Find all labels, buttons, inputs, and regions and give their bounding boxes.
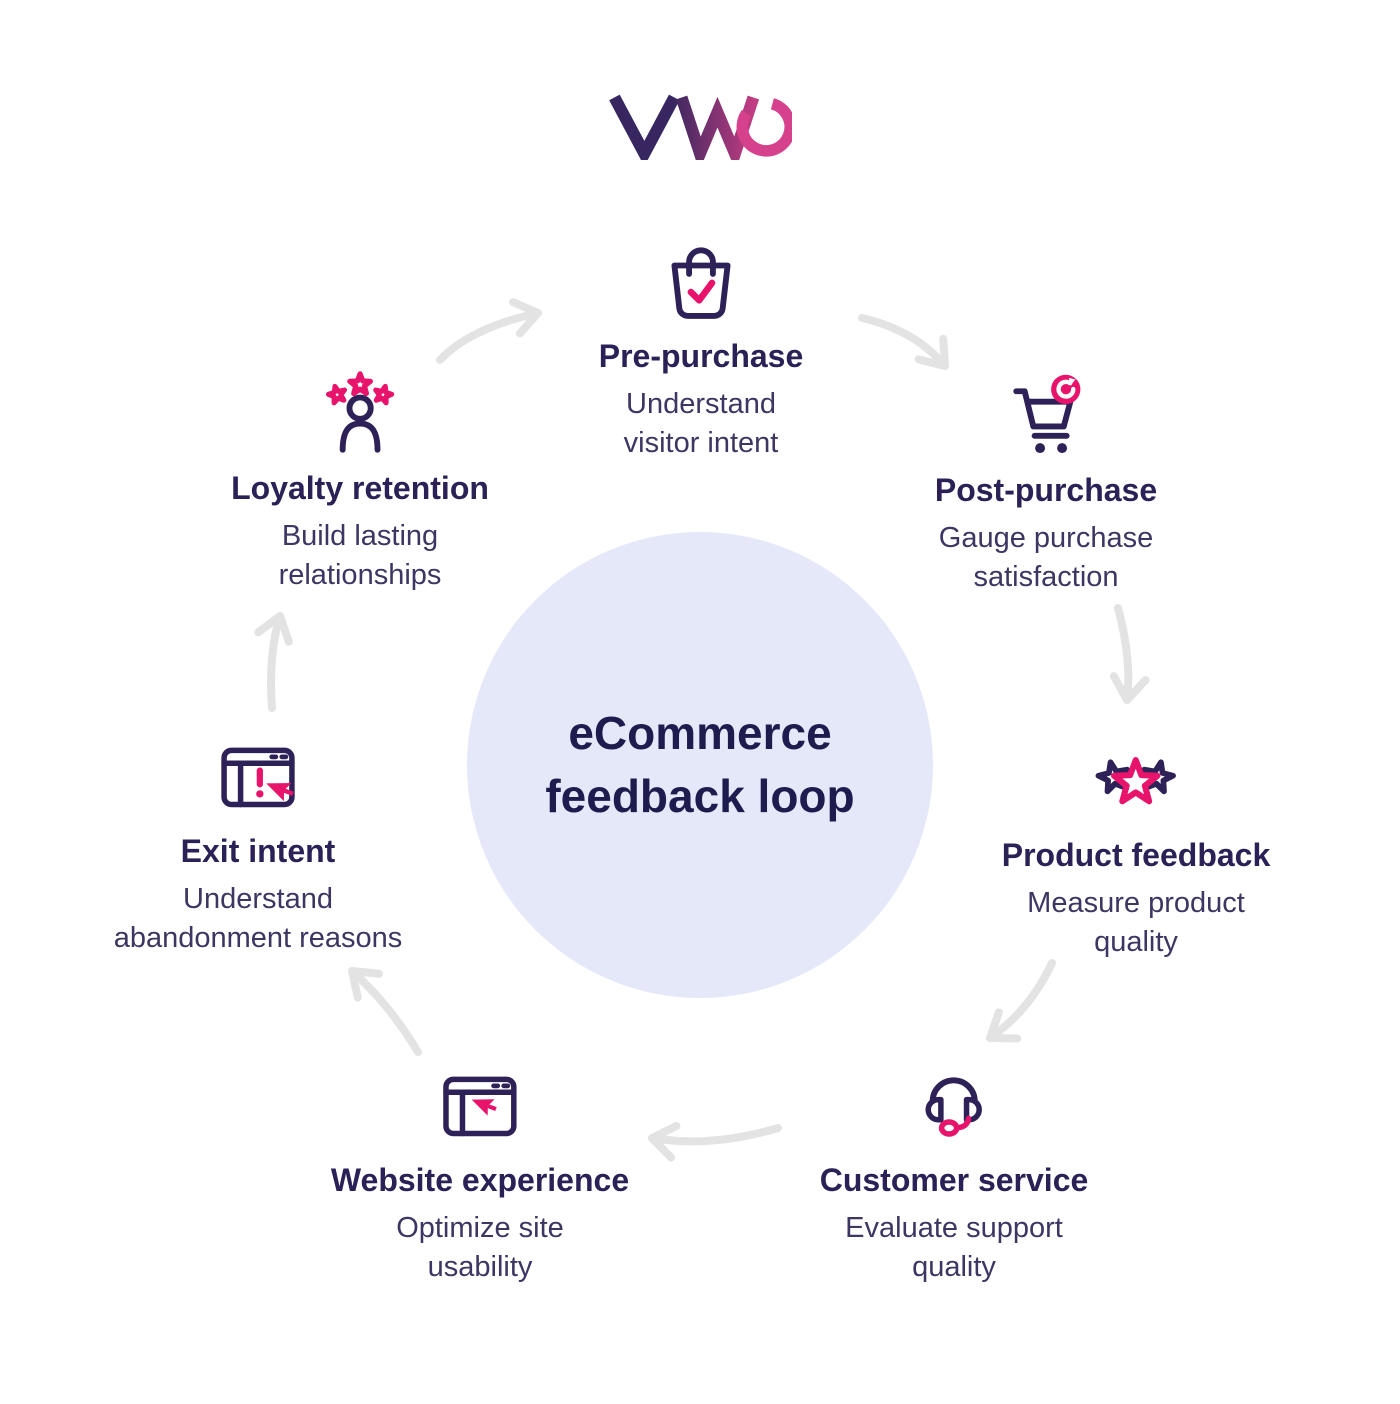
- stage-exit-intent: Exit intent Understand abandonment reaso…: [98, 733, 418, 959]
- center-circle: eCommerce feedback loop: [467, 532, 933, 998]
- stage-title: Post-purchase: [934, 472, 1158, 508]
- arrow-customer-to-website: [648, 1121, 782, 1162]
- logo-v: [609, 94, 680, 160]
- stage-customer-service: Customer service Evaluate support qualit…: [819, 1062, 1089, 1288]
- stage-post-purchase: Post-purchase Gauge purchase satisfactio…: [924, 372, 1169, 598]
- shopping-cart-refresh-icon: [1012, 374, 1080, 454]
- arrow-product-to-customer: [986, 959, 1056, 1043]
- stage-description: Measure product quality: [1027, 887, 1245, 959]
- stage-description: Understand abandonment reasons: [113, 883, 403, 955]
- stage-title: Website experience: [330, 1162, 630, 1198]
- stage-description: Gauge purchase satisfaction: [938, 522, 1154, 594]
- arrow-loyalty-to-pre: [436, 298, 542, 364]
- center-title-line2: feedback loop: [545, 770, 855, 822]
- stage-description: Optimize site usability: [396, 1212, 564, 1284]
- stage-loyalty-retention: Loyalty retention Build lasting relation…: [231, 370, 489, 596]
- stage-title: Pre-purchase: [598, 338, 804, 374]
- arrow-website-to-exit: [348, 967, 422, 1056]
- headset-icon: [925, 1077, 983, 1137]
- stage-product-feedback: Product feedback Measure product quality: [1001, 737, 1271, 963]
- arrow-post-to-product: [1109, 604, 1150, 704]
- arrow-pre-to-post: [858, 314, 949, 370]
- stage-website-experience: Website experience Optimize site usabili…: [331, 1062, 629, 1288]
- browser-cursor-icon: [443, 1076, 517, 1137]
- person-stars-icon: [325, 371, 395, 453]
- stage-description: Evaluate support quality: [845, 1212, 1063, 1284]
- vwo-logo: [609, 94, 792, 160]
- shopping-bag-check-icon: [671, 247, 731, 319]
- logo-o: [736, 98, 792, 157]
- stage-title: Product feedback: [1001, 837, 1271, 873]
- stage-title: Exit intent: [180, 833, 336, 869]
- stage-description: Understand visitor intent: [623, 388, 779, 460]
- rating-stars-icon: [1095, 757, 1177, 805]
- browser-exit-alert-icon: [221, 747, 295, 808]
- stage-pre-purchase: Pre-purchase Understand visitor intent: [596, 238, 806, 464]
- stage-title: Customer service: [819, 1162, 1089, 1198]
- arrow-exit-to-loyalty: [254, 612, 293, 712]
- stage-description: Build lasting relationships: [278, 520, 442, 592]
- stage-title: Loyalty retention: [231, 470, 489, 506]
- center-title-line1: eCommerce: [568, 706, 832, 759]
